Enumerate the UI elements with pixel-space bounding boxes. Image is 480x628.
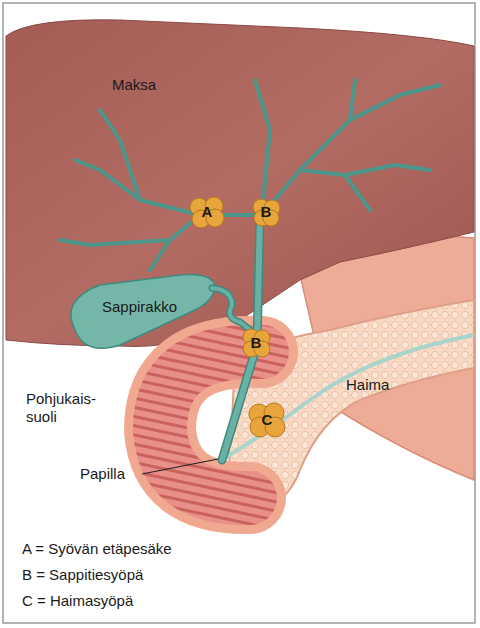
- organ-label: Pohjukais- suoli: [26, 390, 96, 426]
- leader-line: [142, 459, 218, 474]
- part-label: Papilla: [80, 465, 125, 483]
- callout-letter: A: [197, 203, 217, 221]
- key-line: B = Sappitiesyöpä: [22, 566, 143, 584]
- organ-label: Maksa: [112, 76, 156, 94]
- key-line: C = Haimasyöpä: [22, 592, 133, 610]
- callout-letter: B: [256, 203, 276, 221]
- organ-label: Haima: [346, 376, 389, 394]
- key-line: A = Syövän etäpesäke: [22, 540, 172, 558]
- callout-letter: C: [257, 411, 277, 429]
- organ-label: Sappirakko: [102, 298, 177, 316]
- callout-letter: B: [246, 334, 266, 352]
